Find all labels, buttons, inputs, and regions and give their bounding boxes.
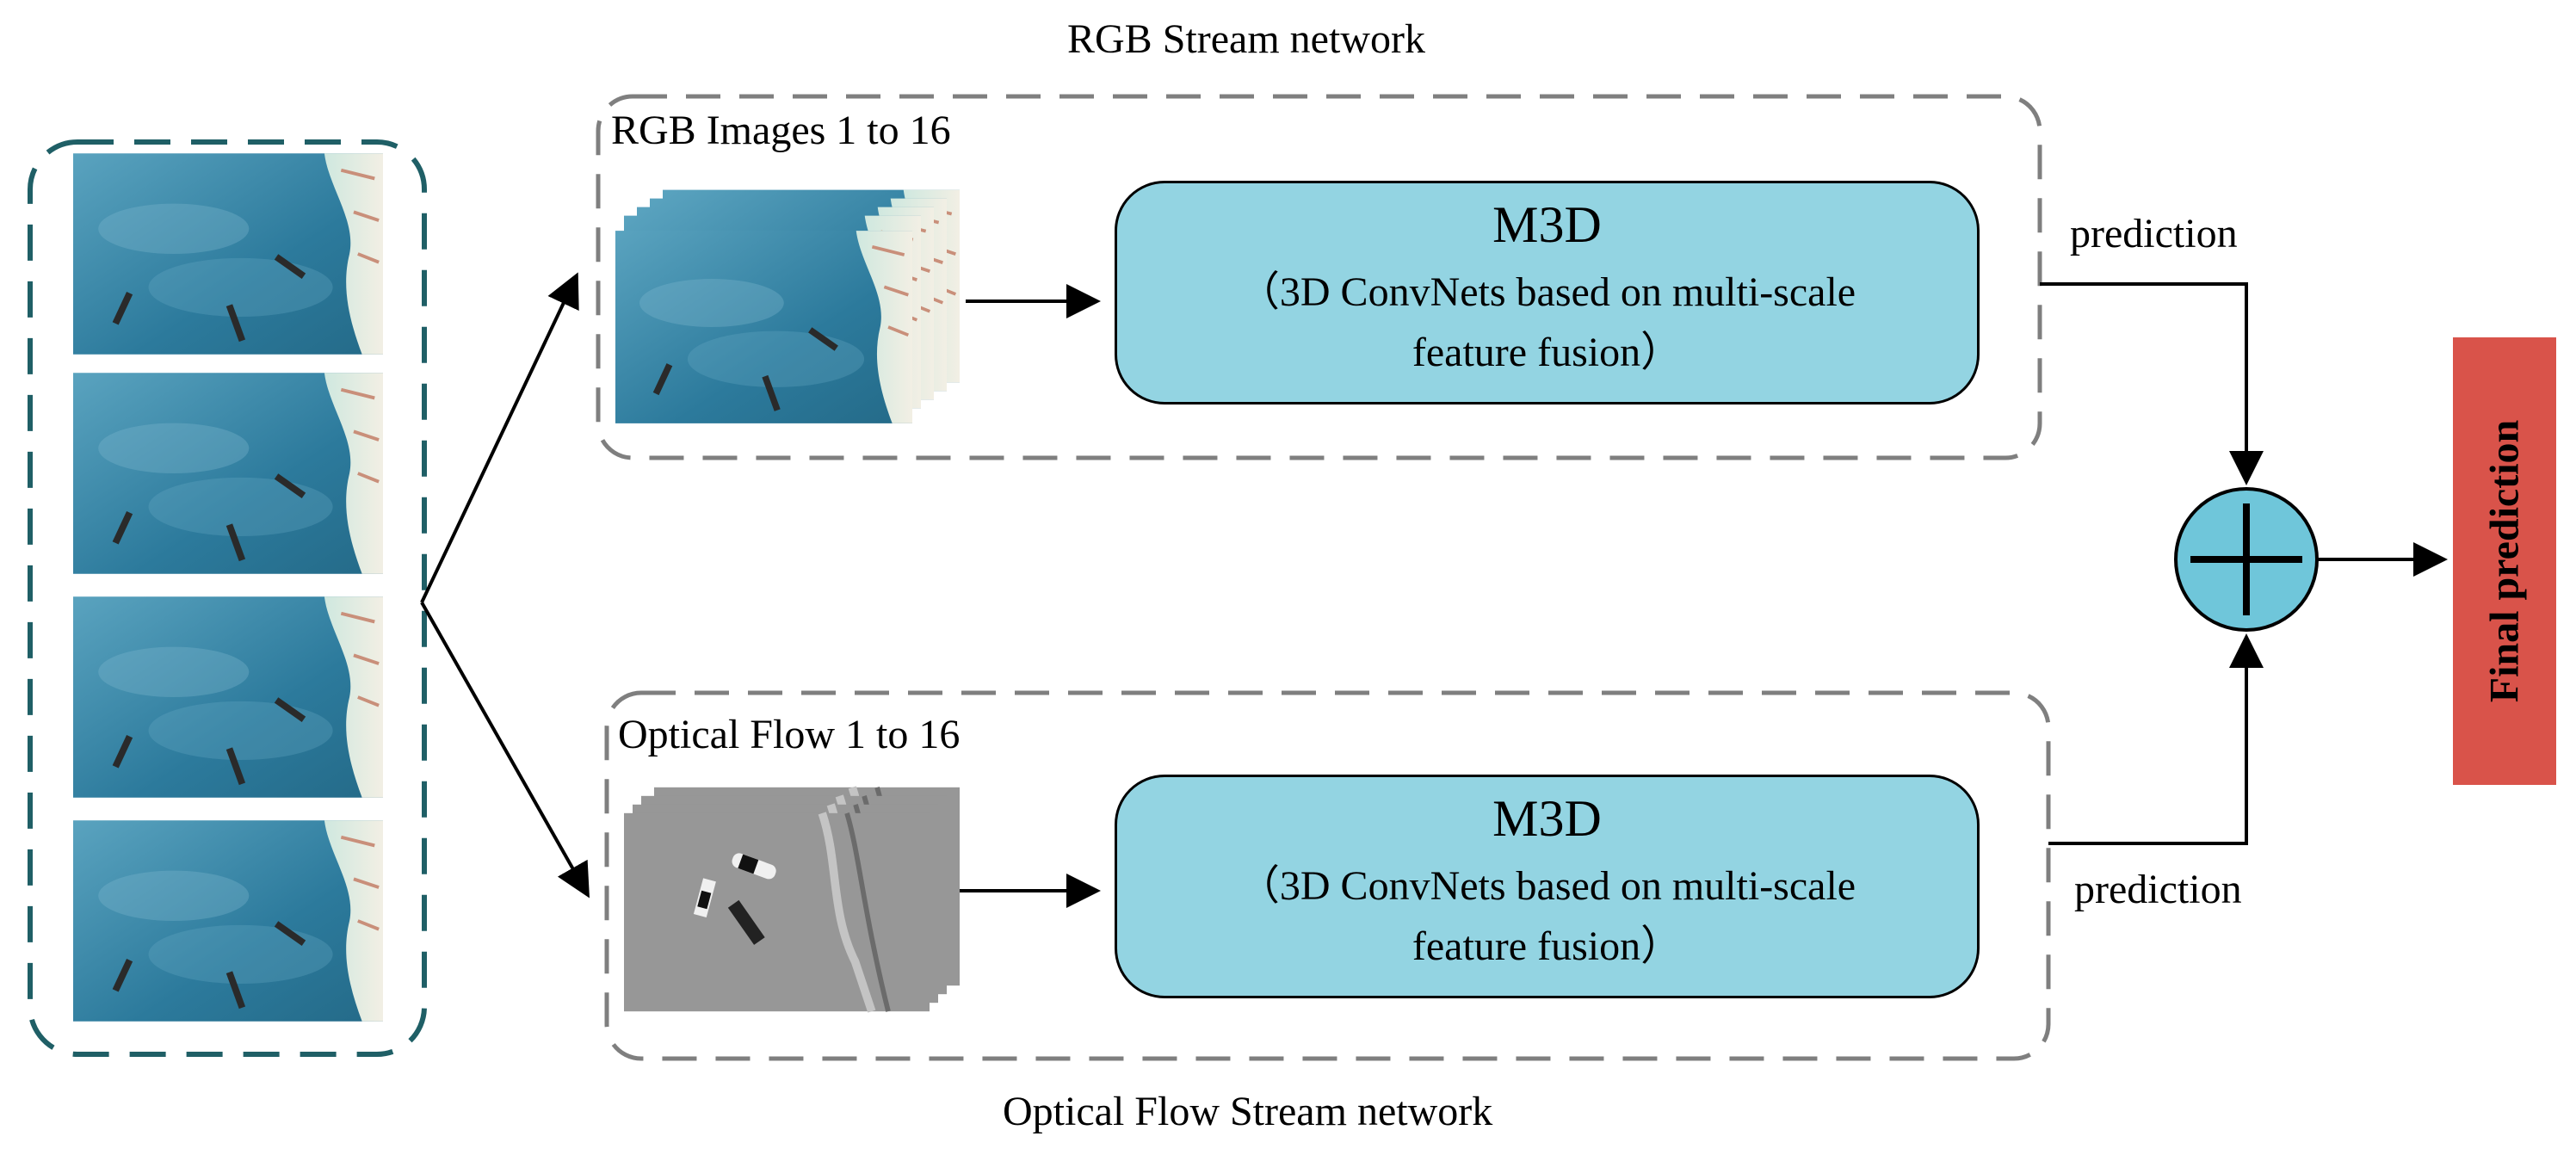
flow-model-title: M3D [1492,790,1602,847]
flow-stream-title: Optical Flow Stream network [1003,1089,1493,1134]
arrow-rgb-prediction [2040,282,2264,485]
rgb-stream-title: RGB Stream network [1067,16,1425,62]
input-frames-border [28,139,427,1057]
input-frame-1 [73,151,383,356]
rgb-m3d-model: M3D （3D ConvNets based on multi-scale fe… [1115,181,1980,404]
flow-input-label: Optical Flow 1 to 16 [618,712,961,757]
rgb-image-stack [615,188,960,423]
arrow-flow-prediction [2048,633,2264,845]
final-prediction-label: Final prediction [2481,419,2528,703]
flow-image-stack [624,787,960,1011]
input-frame-3 [73,595,383,800]
rgb-model-title: M3D [1492,196,1602,253]
flow-model-line2: feature fusion） [1412,923,1683,969]
input-frame-4 [73,818,383,1023]
rgb-model-line1: （3D ConvNets based on multi-scale [1238,269,1856,315]
flow-m3d-model: M3D （3D ConvNets based on multi-scale fe… [1115,775,1980,998]
arrow-to-rgb [420,272,579,603]
input-frame-2 [73,371,383,576]
arrow-to-flow [420,602,590,899]
flow-model-line1: （3D ConvNets based on multi-scale [1238,863,1856,909]
rgb-input-label: RGB Images 1 to 16 [611,108,951,153]
final-prediction-box: Final prediction [2453,337,2556,785]
rgb-stream-border [596,94,2042,460]
flow-stream-border [604,690,2051,1061]
flow-prediction-label: prediction [2074,867,2242,912]
rgb-model-line2: feature fusion） [1412,329,1683,375]
rgb-prediction-label: prediction [2070,211,2238,256]
